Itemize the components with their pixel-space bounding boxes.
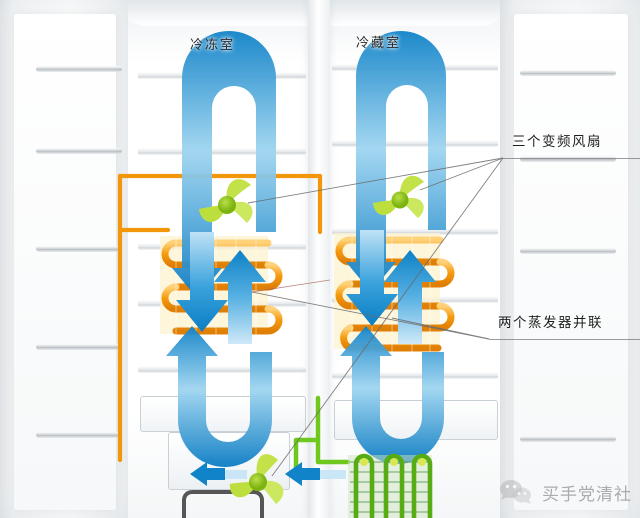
- freezer-shelf: [138, 366, 306, 373]
- annotation-rule-evaporators: [489, 339, 640, 340]
- right-door-panel: [514, 14, 628, 510]
- door-shelf-bar: [36, 246, 122, 252]
- door-shelf-bar: [520, 70, 616, 76]
- freezer-bottom-return-arrow: [166, 326, 272, 467]
- fridge-shelf: [332, 228, 498, 235]
- machine-room-intake-arrow-a: [190, 462, 247, 486]
- door-shelf-bar: [520, 156, 616, 162]
- refrigerant-line-orange: [117, 173, 323, 463]
- freezer-shelf: [138, 148, 306, 155]
- freezer-return-up-arrow: [214, 250, 266, 344]
- fridge-supply-duct-arrow: [346, 31, 446, 293]
- freezer-supply-duct-arrow: [172, 31, 276, 298]
- annotation-two-parallel-evaporators: 两个蒸发器并联: [498, 315, 603, 331]
- door-shelf-bar: [36, 66, 122, 72]
- machine-room-fan: [229, 454, 284, 504]
- freezer-drawer: [140, 396, 306, 432]
- leader-lines-fans: [247, 157, 504, 477]
- fridge-fan: [373, 175, 424, 218]
- compartment-label-fridge: 冷藏室: [356, 36, 402, 51]
- freezer-fan: [199, 179, 253, 223]
- left-door: [0, 0, 128, 518]
- door-shelf-bar: [520, 436, 616, 442]
- watermark: 买手党清社: [499, 478, 632, 506]
- door-shelf-bar: [520, 248, 616, 254]
- freezer-evaporator: [160, 236, 283, 338]
- watermark-text: 买手党清社: [542, 484, 632, 505]
- leader-lines-evaporators: [251, 291, 490, 340]
- bottom-drawer-handle: [182, 490, 264, 518]
- machine-room-intake-arrow-b: [285, 462, 346, 486]
- right-door: [500, 0, 640, 518]
- door-shelf-bar: [36, 344, 122, 350]
- annotation-three-inverter-fans: 三个变频风扇: [512, 134, 602, 150]
- leader-line-accent: [251, 279, 331, 293]
- fridge-return-up-arrow: [384, 250, 436, 344]
- fridge-bottom-return-arrow: [340, 326, 444, 464]
- fridge-shelf: [332, 140, 498, 147]
- fridge-shelf: [332, 372, 498, 379]
- center-divider: [308, 0, 330, 518]
- condenser-coil: [348, 453, 433, 518]
- fridge-evaporator: [334, 233, 455, 352]
- annotation-rule-fans: [503, 158, 640, 159]
- wechat-icon: [500, 480, 531, 504]
- door-shelf-bar: [36, 148, 122, 154]
- condenser-circuit-line: [293, 395, 351, 473]
- fridge-evaporator-down-arrow: [346, 230, 398, 326]
- compartment-label-freezer: 冷冻室: [190, 38, 236, 53]
- left-door-panel: [14, 14, 116, 510]
- freezer-evaporator-down-arrow: [176, 232, 228, 332]
- door-shelf-bar: [36, 432, 122, 438]
